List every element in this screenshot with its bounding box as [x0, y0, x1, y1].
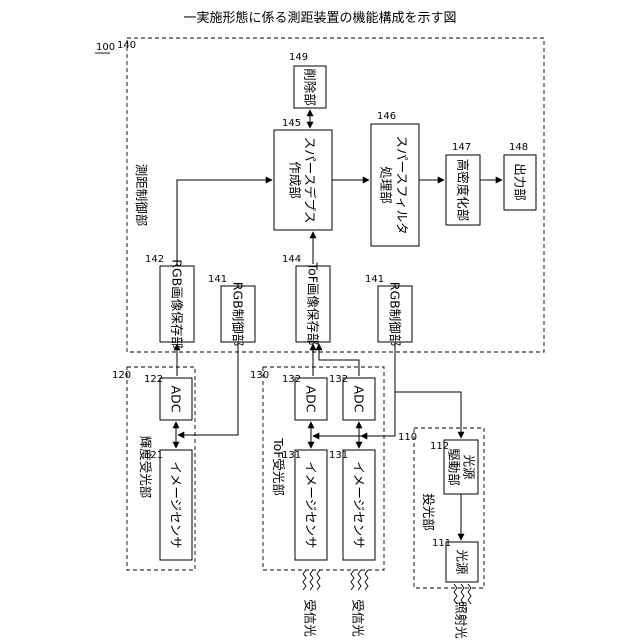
source-driver-label-1: 光源 — [462, 454, 477, 480]
tof-sensor-1-label: イメージセンサ — [304, 461, 319, 548]
ref-rgb-control-a: 141 — [208, 274, 227, 285]
control-unit-label: 測距制御部 — [134, 164, 149, 227]
received-light-2-wave — [351, 570, 354, 590]
tof-receiver-label: ToF受光部 — [271, 437, 286, 496]
light-source-label: 光源 — [455, 549, 470, 575]
received-light-2-label: 受信光 — [351, 599, 366, 637]
edge-tofadc2-tofstore — [319, 344, 359, 376]
tof-adc-2-label: ADC — [352, 386, 367, 413]
ref-tof-sensor-1: 131 — [282, 450, 301, 461]
figure-title: 一実施形態に係る測距装置の機能構成を示す図 — [183, 10, 456, 26]
emitted-light-label: 照射光 — [454, 601, 469, 639]
sparse-depth-label-2: 作成部 — [288, 161, 303, 199]
ref-sparse-depth: 145 — [282, 118, 301, 129]
rgb-store-label: RGB画像保存部 — [170, 259, 185, 348]
tof-sensor-2-label: イメージセンサ — [352, 461, 367, 548]
deletion-unit-label: 削除部 — [303, 68, 318, 106]
ref-sparse-filter: 146 — [377, 111, 396, 122]
ref-projector: 110 — [398, 432, 417, 443]
ref-source-driver: 112 — [430, 441, 449, 452]
ref-rgb-control-b: 141 — [365, 274, 384, 285]
ref-device: 100 — [96, 42, 115, 53]
ref-tof-receiver: 130 — [250, 370, 269, 381]
ref-deletion: 149 — [289, 52, 308, 63]
ref-luminance-receiver: 120 — [112, 370, 131, 381]
received-light-1-wave — [303, 570, 306, 590]
ref-control-unit: 140 — [117, 40, 136, 51]
ref-tof-adc-1: 132 — [282, 374, 301, 385]
output-label: 出力部 — [513, 163, 528, 201]
ref-tof-adc-2: 132 — [329, 374, 348, 385]
ref-light-source: 111 — [432, 538, 451, 549]
edge-rgbstore-sparse — [177, 180, 272, 264]
ref-tof-sensor-2: 131 — [329, 450, 348, 461]
tof-adc-1-label: ADC — [304, 386, 319, 413]
ref-densify: 147 — [452, 142, 471, 153]
ref-tof-store: 144 — [282, 254, 301, 265]
luminance-sensor-label: イメージセンサ — [169, 461, 184, 548]
ref-output: 148 — [509, 142, 528, 153]
rgb-control-a-label: RGB制御部 — [231, 282, 246, 346]
luminance-receiver-label: 輝度受光部 — [138, 436, 153, 499]
source-driver-label-2: 駆動部 — [447, 448, 462, 486]
received-light-1-label: 受信光 — [303, 599, 318, 637]
tof-store-label: ToF画像保存部 — [306, 262, 321, 346]
sparse-filter-label-1: スパースフィルタ — [395, 135, 410, 234]
projector-label: 投光部 — [421, 493, 436, 531]
rgb-control-b-label: RGB制御部 — [388, 282, 403, 346]
sparse-depth-label-1: スパースデプス — [303, 137, 318, 224]
ref-luminance-sensor: 121 — [144, 450, 163, 461]
densify-label: 高密度化部 — [456, 159, 471, 222]
ref-luminance-adc: 122 — [144, 374, 163, 385]
ref-rgb-store: 142 — [145, 254, 164, 265]
sparse-filter-label-2: 処理部 — [379, 166, 394, 204]
luminance-adc-label: ADC — [169, 386, 184, 413]
